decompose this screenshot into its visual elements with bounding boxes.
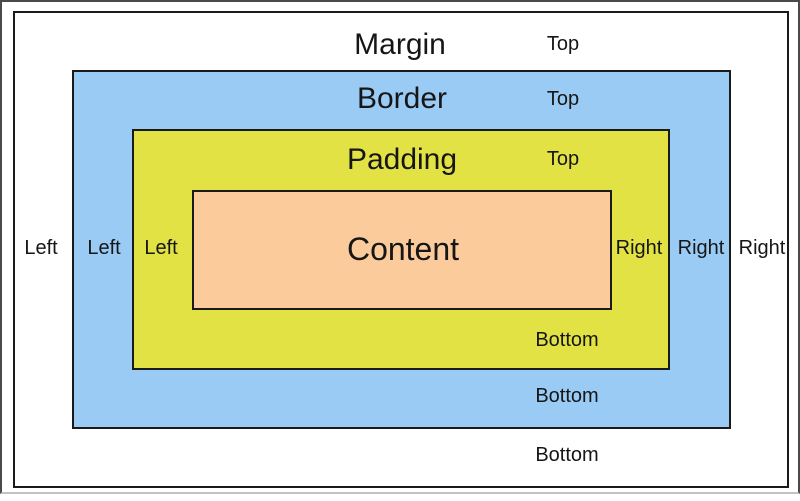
padding-bottom-label: Bottom bbox=[535, 329, 599, 351]
padding-top-label: Top bbox=[546, 148, 580, 170]
padding-title-label: Padding bbox=[346, 143, 458, 176]
border-left-label: Left bbox=[87, 237, 121, 259]
margin-bottom-label: Bottom bbox=[535, 444, 599, 466]
padding-left-label: Left bbox=[144, 237, 178, 259]
padding-right-label: Right bbox=[615, 237, 663, 259]
margin-top-label: Top bbox=[546, 33, 580, 55]
margin-left-label: Left bbox=[24, 237, 58, 259]
content-title-label: Content bbox=[346, 231, 460, 267]
border-top-label: Top bbox=[546, 88, 580, 110]
box-model-diagram: Margin Top Left Right Bottom Border Top … bbox=[13, 11, 789, 488]
border-title-label: Border bbox=[356, 82, 448, 115]
content-box bbox=[192, 190, 612, 310]
margin-right-label: Right bbox=[738, 237, 786, 259]
border-bottom-label: Bottom bbox=[535, 385, 599, 407]
margin-title-label: Margin bbox=[354, 28, 446, 61]
border-right-label: Right bbox=[677, 237, 725, 259]
